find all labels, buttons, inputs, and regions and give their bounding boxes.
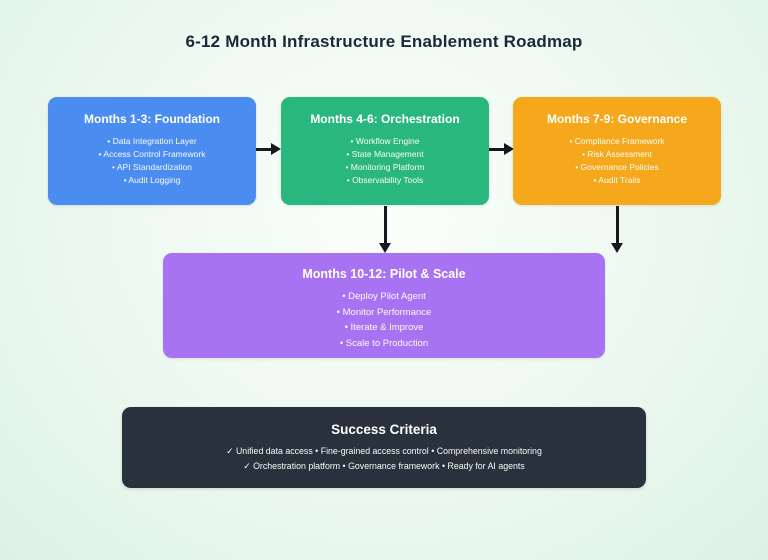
phase-item: • State Management <box>346 149 424 159</box>
arrow-line <box>384 206 387 244</box>
phase-foundation-items: • Data Integration Layer • Access Contro… <box>48 135 256 187</box>
phase-item: • API Standardization <box>112 162 192 172</box>
success-criteria-line: ✓ Orchestration platform • Governance fr… <box>243 461 525 471</box>
phase-box-governance: Months 7-9: Governance • Compliance Fram… <box>513 97 721 205</box>
phase-item: • Observability Tools <box>346 175 424 185</box>
success-criteria-box: Success Criteria ✓ Unified data access •… <box>122 407 646 488</box>
phase-item: • Workflow Engine <box>350 136 420 146</box>
phase-orchestration-title: Months 4-6: Orchestration <box>310 112 460 126</box>
phase-item: • Audit Logging <box>123 175 181 185</box>
phase-governance-title: Months 7-9: Governance <box>546 112 688 126</box>
phase-item: • Data Integration Layer <box>107 136 197 146</box>
phase-item: • Risk Assessment <box>581 149 653 159</box>
page-title: 6-12 Month Infrastructure Enablement Roa… <box>185 32 583 51</box>
arrow-right-foundation-to-orchestration-icon <box>256 141 281 157</box>
success-criteria-title: Success Criteria <box>331 422 437 437</box>
phase-orchestration-items: • Workflow Engine • State Management • M… <box>281 135 489 187</box>
pilot-scale-title: Months 10-12: Pilot & Scale <box>302 267 466 281</box>
pilot-item: • Iterate & Improve <box>344 322 424 333</box>
phase-box-foundation: Months 1-3: Foundation • Data Integratio… <box>48 97 256 205</box>
arrow-line <box>616 206 619 244</box>
arrow-down-orchestration-to-pilot-icon <box>377 206 393 253</box>
phase-item: • Audit Trails <box>593 175 641 185</box>
phase-item: • Governance Policies <box>575 162 659 172</box>
arrow-right-orchestration-to-governance-icon <box>489 141 514 157</box>
pilot-item: • Monitor Performance <box>336 306 432 318</box>
phase-foundation-title: Months 1-3: Foundation <box>84 112 220 126</box>
arrow-head <box>379 243 391 253</box>
phase-box-orchestration: Months 4-6: Orchestration • Workflow Eng… <box>281 97 489 205</box>
arrow-head <box>611 243 623 253</box>
phase-box-pilot-scale: Months 10-12: Pilot & Scale • Deploy Pil… <box>163 253 605 358</box>
success-criteria-line: ✓ Unified data access • Fine-grained acc… <box>226 446 542 456</box>
arrow-down-governance-to-pilot-icon <box>609 206 625 253</box>
phase-item: • Access Control Framework <box>98 149 206 159</box>
phase-governance-items: • Compliance Framework • Risk Assessment… <box>513 135 721 187</box>
arrow-head <box>271 143 281 155</box>
arrow-line <box>489 148 505 151</box>
phase-item: • Compliance Framework <box>569 136 665 146</box>
pilot-item: • Scale to Production <box>339 337 429 349</box>
arrow-line <box>256 148 272 151</box>
phase-item: • Monitoring Platform <box>345 162 425 172</box>
success-criteria-lines: ✓ Unified data access • Fine-grained acc… <box>122 444 646 474</box>
pilot-scale-items: • Deploy Pilot Agent • Monitor Performan… <box>163 289 605 351</box>
pilot-item: • Deploy Pilot Agent <box>342 291 426 302</box>
arrow-head <box>504 143 514 155</box>
